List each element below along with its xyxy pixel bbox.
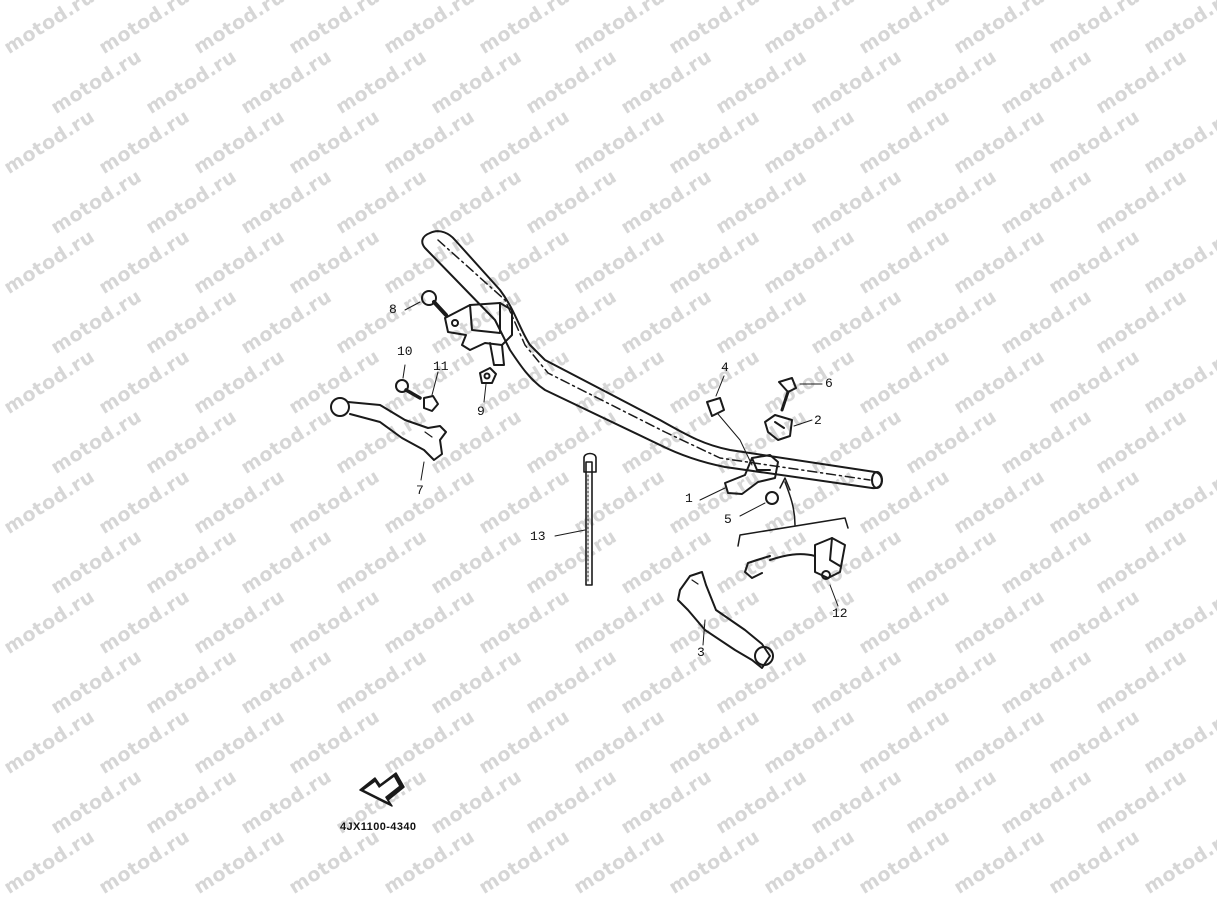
callout-8: 8 [389,302,397,317]
handlebar [421,230,883,490]
master-cylinder [444,302,513,366]
switch-12 [744,537,846,607]
callout-9: 9 [477,404,485,419]
callout-7: 7 [416,483,424,498]
clamp-2 [764,414,813,441]
lever-7 [330,397,447,481]
bolt-6 [778,377,823,412]
fwd-arrow-icon [359,772,405,807]
callout-4: 4 [721,360,729,375]
nut-9 [479,367,497,403]
switch-pointer [737,477,849,547]
nut-5 [739,491,779,517]
nut-11 [423,371,439,412]
clutch-lever-holder-1 [699,454,779,501]
callout-1: 1 [685,491,693,506]
cable-rod-13 [554,452,597,586]
callout-13: 13 [530,529,546,544]
drawing-code: 4JX1100-4340 [340,821,417,833]
callout-3: 3 [697,645,705,660]
bolt-8 [404,290,448,317]
callout-10: 10 [397,344,413,359]
callout-2: 2 [814,413,822,428]
callout-11: 11 [433,359,449,374]
bolt-10 [395,364,422,400]
callout-5: 5 [724,512,732,527]
lever-3 [677,571,774,669]
screw-4 [706,375,753,466]
callout-12: 12 [832,606,848,621]
callout-6: 6 [825,376,833,391]
